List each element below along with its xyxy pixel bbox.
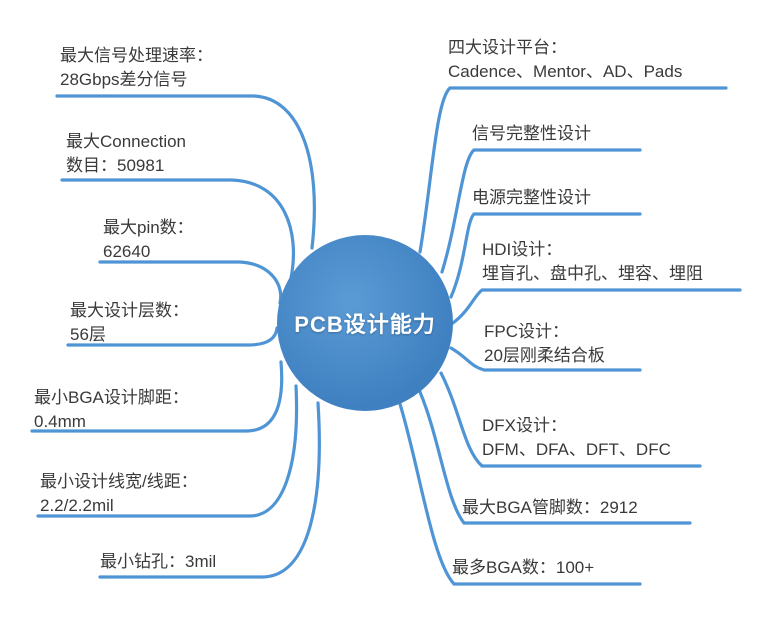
branch-text-line: 电源完整性设计 [472, 188, 591, 207]
connector-right-6 [439, 371, 702, 468]
branch-label-min-bga-pitch: 最小BGA设计脚距： 0.4mm [34, 386, 189, 434]
branch-text-line: FPC设计： [484, 322, 569, 341]
connector-left-1 [55, 94, 316, 250]
branch-text-line: 最大信号处理速率： [60, 46, 213, 65]
branch-label-fpc: FPC设计： 20层刚柔结合板 [484, 320, 605, 368]
branch-label-platforms: 四大设计平台： Cadence、Mentor、AD、Pads [448, 36, 682, 84]
branch-label-max-bga-count: 最多BGA数：100+ [452, 556, 594, 580]
connector-left-2 [60, 178, 295, 280]
connector-right-7 [418, 390, 692, 525]
branch-text-line: 信号完整性设计 [472, 124, 591, 143]
branch-label-hdi: HDI设计： 埋盲孔、盘中孔、埋容、埋阻 [482, 238, 703, 286]
branch-label-max-connection: 最大Connection 数目：50981 [66, 130, 186, 178]
branch-label-max-layers: 最大设计层数： 56层 [70, 299, 189, 347]
branch-label-min-trace: 最小设计线宽/线距： 2.2/2.2mil [40, 470, 198, 518]
branch-text-line: 最大BGA管脚数：2912 [462, 498, 638, 517]
branch-text-line: 最多BGA数：100+ [452, 558, 595, 577]
connector-right-8 [398, 402, 642, 586]
connector-left-7 [98, 401, 321, 579]
branch-text-line: 20层刚柔结合板 [484, 346, 605, 365]
branch-text-line: 最大pin数： [103, 218, 194, 237]
branch-text-line: HDI设计： [482, 240, 563, 259]
connector-left-3 [98, 260, 283, 305]
connector-left-5 [30, 360, 284, 433]
connector-right-4 [451, 288, 742, 325]
branch-label-min-drill: 最小钻孔：3mil [100, 550, 216, 574]
central-topic: PCB设计能力 [277, 235, 453, 411]
branch-label-max-signal-rate: 最大信号处理速率： 28Gbps差分信号 [60, 44, 213, 92]
branch-text-line: 最大设计层数： [70, 301, 189, 320]
branch-text-line: 28Gbps差分信号 [60, 70, 188, 89]
branch-label-signal-integrity: 信号完整性设计 [472, 122, 591, 146]
branch-text-line: 最小钻孔：3mil [100, 552, 217, 571]
branch-text-line: DFX设计： [482, 416, 567, 435]
branch-label-max-pins: 最大pin数： 62640 [103, 216, 194, 264]
branch-text-line: 埋盲孔、盘中孔、埋容、埋阻 [482, 264, 703, 283]
branch-text-line: 最大Connection [66, 132, 187, 151]
branch-text-line: 0.4mm [34, 412, 86, 431]
branch-label-max-bga-pins: 最大BGA管脚数：2912 [462, 496, 638, 520]
connector-right-1 [418, 86, 728, 254]
connector-left-4 [66, 326, 279, 347]
branch-text-line: 56层 [70, 325, 106, 344]
branch-text-line: 62640 [103, 242, 151, 261]
connector-right-5 [449, 346, 642, 372]
branch-label-power-integrity: 电源完整性设计 [472, 186, 591, 210]
branch-text-line: 最小设计线宽/线距： [40, 472, 198, 491]
connector-right-2 [440, 148, 642, 274]
branch-text-line: DFM、DFA、DFT、DFC [482, 440, 671, 459]
branch-text-line: 四大设计平台： [448, 38, 567, 57]
branch-label-dfx: DFX设计： DFM、DFA、DFT、DFC [482, 414, 671, 462]
connector-left-6 [36, 384, 299, 518]
branch-text-line: 最小BGA设计脚距： [34, 388, 189, 407]
branch-text-line: 2.2/2.2mil [40, 496, 114, 515]
connector-right-3 [449, 212, 642, 299]
branch-text-line: 数目：50981 [66, 156, 165, 175]
branch-text-line: Cadence、Mentor、AD、Pads [448, 62, 683, 81]
